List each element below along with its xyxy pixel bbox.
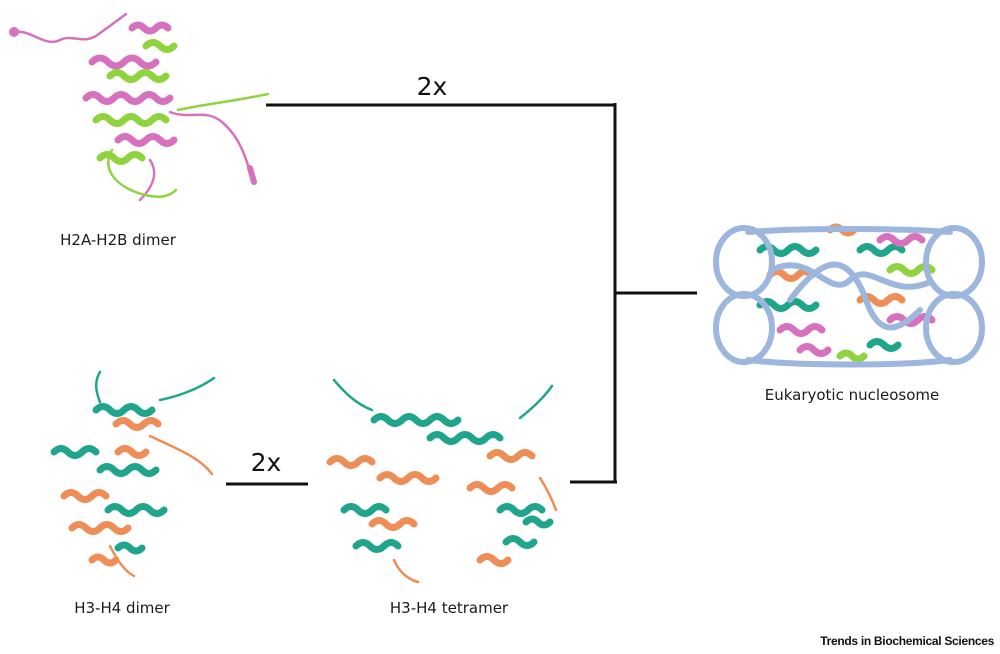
h2a-terminus	[9, 27, 19, 37]
label-h2a-h2b-dimer: H2A-H2B dimer	[60, 231, 176, 249]
tetramer-h3-chains	[332, 378, 554, 553]
dna-superhelix	[713, 225, 985, 368]
label-h3-h4-dimer: H3-H4 dimer	[74, 599, 170, 617]
label-eukaryotic-nucleosome: Eukaryotic nucleosome	[764, 386, 940, 404]
h3-h4-dimer-structure	[50, 370, 216, 578]
nucleosome-core	[756, 223, 936, 363]
h4-chain	[60, 417, 214, 578]
multiplier-bottom: 2x	[250, 448, 282, 477]
h3-chain	[50, 370, 216, 555]
h3-h4-tetramer-structure	[326, 378, 558, 584]
h2a-h2b-dimer-structure	[9, 12, 270, 202]
nucleosome-structure	[713, 223, 985, 368]
journal-credit: Trends in Biochemical Sciences	[820, 634, 994, 648]
label-h3-h4-tetramer: H3-H4 tetramer	[389, 599, 509, 617]
multiplier-top: 2x	[416, 72, 448, 101]
connector-lines	[226, 103, 697, 486]
tetramer-h4-chains	[326, 449, 558, 584]
h2a-chain	[10, 12, 257, 202]
h2b-chain	[92, 39, 270, 198]
